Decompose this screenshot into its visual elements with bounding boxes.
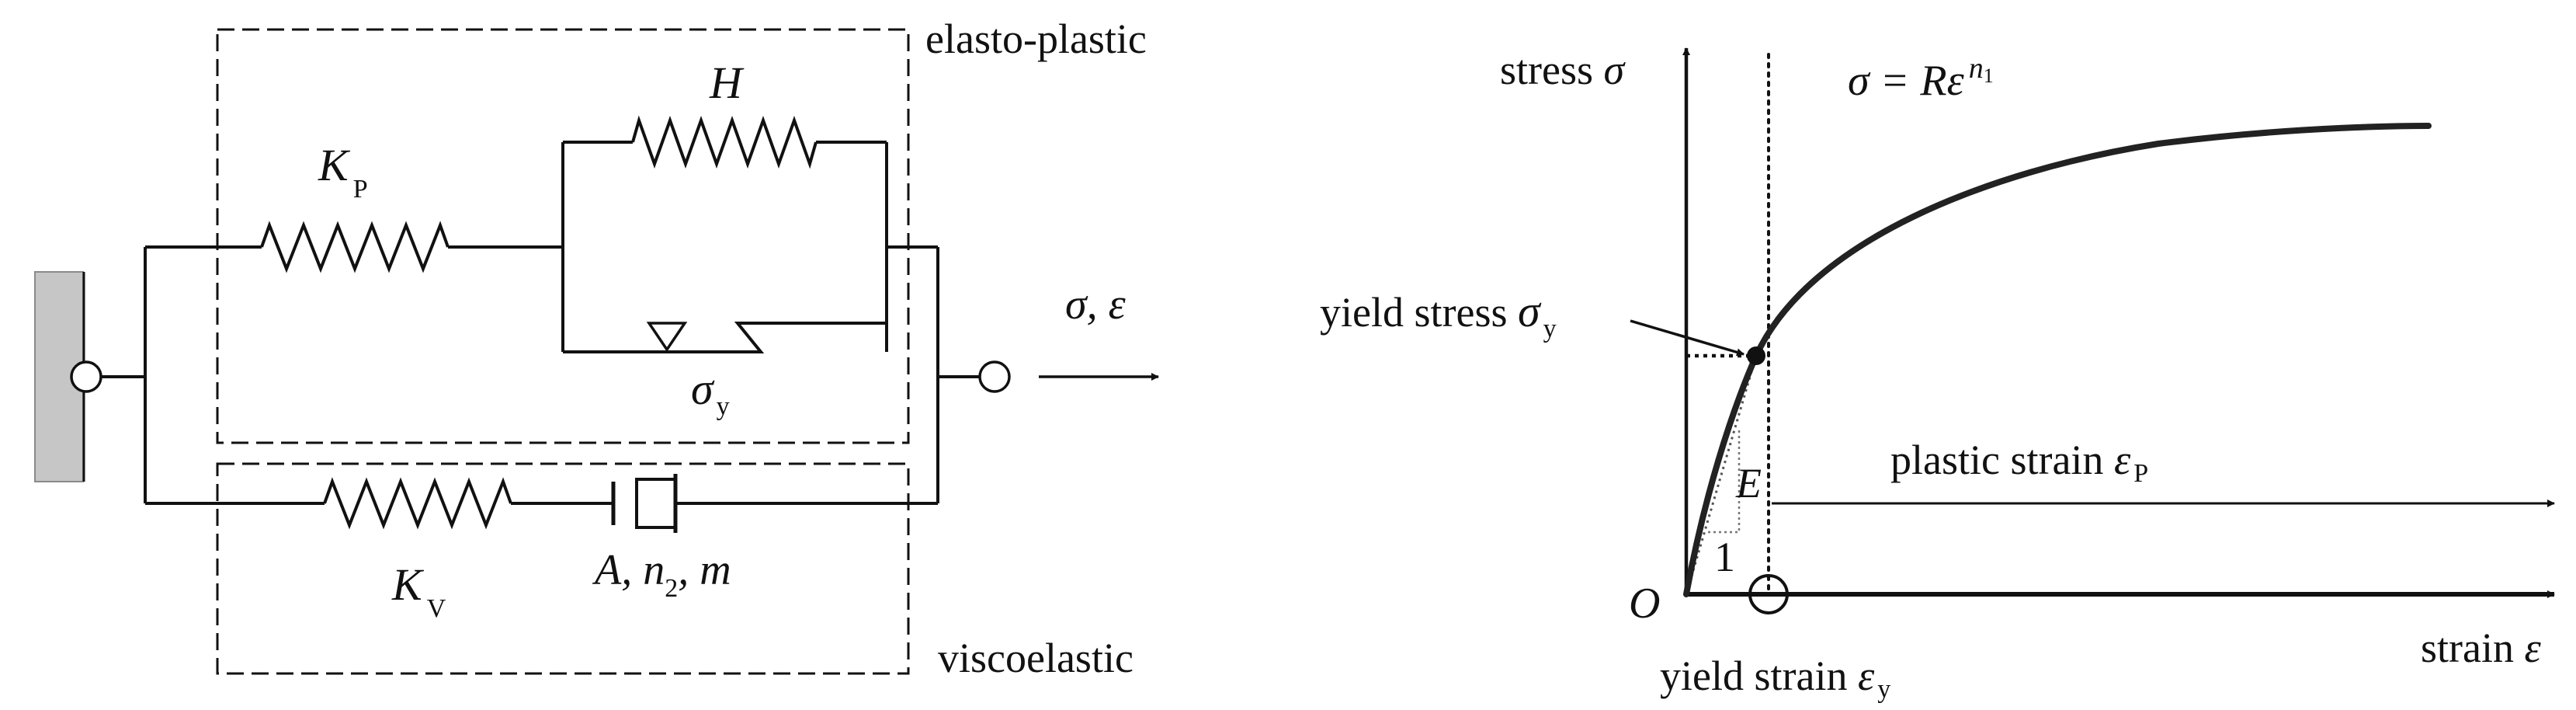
yield-strain-marker bbox=[1748, 574, 1789, 614]
slider-triangle bbox=[646, 322, 688, 353]
stress-strain-curve bbox=[1683, 123, 2432, 597]
strain-axis-label: strain ε bbox=[2421, 625, 2541, 671]
stress-axis-label: stress σ bbox=[1500, 47, 1626, 93]
spring-kv bbox=[323, 477, 512, 530]
elastic-line bbox=[1685, 355, 1758, 595]
spring-kp bbox=[260, 221, 450, 273]
stress-strain-diagram bbox=[1630, 47, 2555, 614]
friction-slider bbox=[563, 322, 887, 353]
viscoelastic-box bbox=[216, 462, 910, 675]
wall-joint bbox=[70, 360, 102, 393]
modulus-label: E bbox=[1735, 460, 1762, 506]
rheological-model bbox=[34, 28, 1159, 675]
load-joint bbox=[978, 360, 1011, 393]
load-label: σ, ε bbox=[1065, 280, 1127, 329]
elasto-plastic-label: elasto-plastic bbox=[925, 16, 1147, 62]
spring-h bbox=[631, 115, 818, 169]
yield-point bbox=[1747, 346, 1765, 365]
origin-label: O bbox=[1629, 579, 1660, 628]
elasto-plastic-box bbox=[216, 28, 910, 444]
h-label: H bbox=[709, 57, 745, 108]
viscoelastic-label: viscoelastic bbox=[938, 635, 1134, 681]
dashpot-params-label: A, n2, m bbox=[592, 546, 731, 603]
dashpot-cylinder bbox=[635, 478, 675, 529]
yield-pointer-arrow bbox=[1630, 319, 1745, 357]
slope-unit-label: 1 bbox=[1714, 534, 1735, 580]
